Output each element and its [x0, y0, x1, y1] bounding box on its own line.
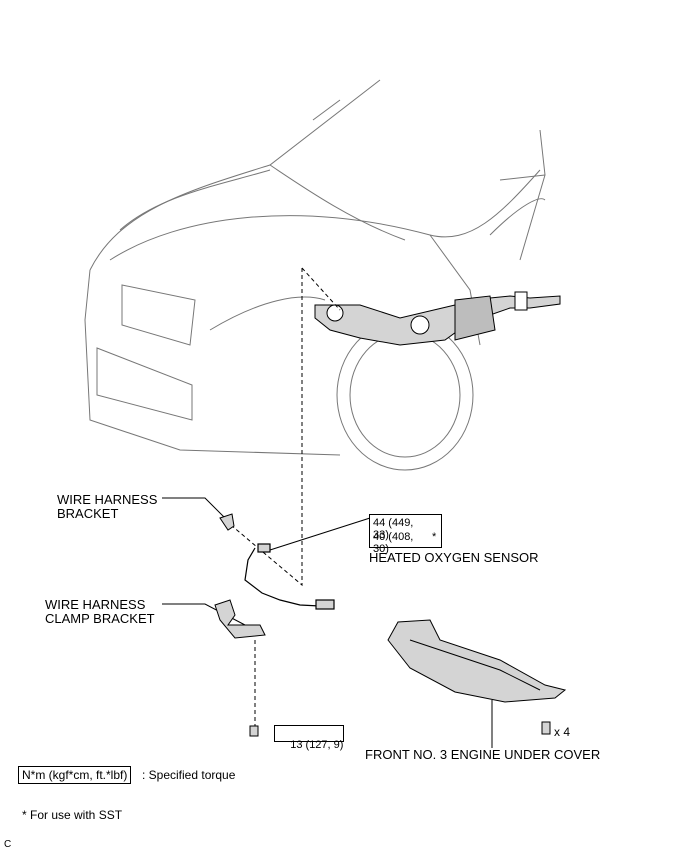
wire-harness-clamp-bracket-part	[214, 599, 266, 639]
sensor-torque-sst-value: 40 (408, 30)	[373, 531, 414, 555]
legend-unit-description: : Specified torque	[142, 768, 236, 782]
dashed-guide-lines	[224, 267, 341, 730]
label-wire-harness-bracket: WIRE HARNESS BRACKET	[57, 492, 158, 521]
exhaust-manifold-assembly	[314, 291, 561, 346]
wire-harness-bracket-part	[219, 513, 235, 531]
bracket-bolt-torque-box: 13 (127, 9)	[274, 725, 344, 751]
label-wire-harness-clamp-bracket: WIRE HARNESS CLAMP BRACKET	[45, 597, 155, 626]
legend-unit-box: N*m (kgf*cm, ft.*lbf)	[18, 766, 132, 784]
engine-under-cover-part	[387, 619, 567, 703]
sst-note: * For use with SST	[22, 808, 123, 822]
sst-mark: *	[432, 531, 437, 543]
clip-icon	[541, 721, 551, 735]
label-quantity: x 4	[554, 725, 571, 739]
vehicle-outline	[84, 79, 560, 456]
corner-mark: C	[4, 839, 12, 850]
sensor-torque-box: 44 (449, 33) 40 (408, 30) *	[369, 514, 442, 555]
leader-lines	[162, 497, 493, 748]
bracket-bolt-torque-value: 13 (127, 9)	[290, 739, 344, 751]
sensor-torque-value: 44 (449, 33)	[373, 517, 414, 541]
heated-oxygen-sensor-part	[244, 543, 335, 610]
label-front-engine-under-cover: FRONT NO. 3 ENGINE UNDER COVER	[365, 747, 601, 762]
bolt-icon	[249, 725, 259, 737]
label-heated-oxygen-sensor: HEATED OXYGEN SENSOR	[369, 550, 539, 565]
